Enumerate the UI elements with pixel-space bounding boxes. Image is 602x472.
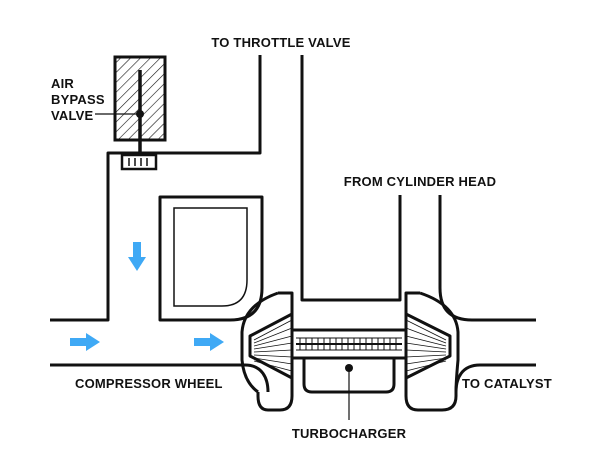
label-turbocharger: TURBOCHARGER [292,426,407,441]
compressor-housing [256,291,294,412]
compressor-wheel [248,312,293,380]
bypass-valve-plug [120,153,158,171]
intake-duct-top-wall [50,55,262,322]
turbo-shaft-bearing [296,337,402,351]
flow-arrow-down [128,242,146,271]
bypass-valve-pivot [136,110,144,118]
label-air: AIR [51,76,74,91]
label-from-cylinder-head: FROM CYLINDER HEAD [344,174,496,189]
turbocharger [240,291,460,420]
label-valve: VALVE [51,108,94,123]
intake-duct-bottom-wall [50,363,270,393]
compressor-housing-outer [240,291,279,394]
cylinder-head-pipe-right [438,195,536,322]
label-to-catalyst: TO CATALYST [462,376,552,391]
label-bypass: BYPASS [51,92,105,107]
turbine-housing-outer [419,291,460,393]
flow-arrow-right-center [194,333,224,351]
intercooler-chamber [158,195,264,322]
label-compressor-wheel: COMPRESSOR WHEEL [75,376,223,391]
intercooler-inner [173,207,248,307]
flow-arrow-right-left [70,333,100,351]
turbine-housing [404,291,458,412]
label-to-throttle-valve: TO THROTTLE VALVE [211,35,350,50]
turbine-wheel [405,312,452,380]
air-bypass-valve [95,55,167,171]
throttle-pipe [300,55,402,302]
